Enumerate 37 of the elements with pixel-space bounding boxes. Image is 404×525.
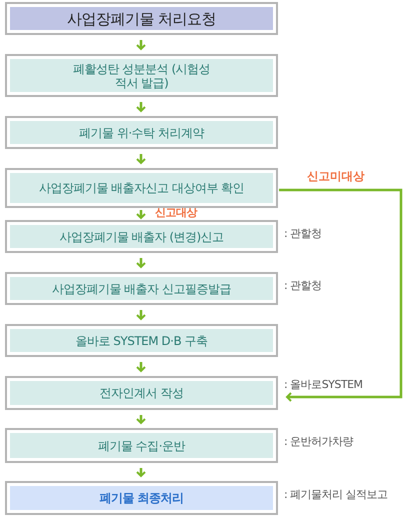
note-text: : 운반허가차량 (284, 434, 354, 449)
note-text: : 폐기물처리 실적보고 (284, 487, 388, 502)
process-box (5, 272, 278, 305)
step-text: 사업장폐기물 배출자 (변경)신고 (58, 230, 225, 244)
process-box (5, 168, 278, 208)
arrow (136, 415, 146, 424)
step-text: 폐활성탄 성분분석 (시험성적서 발급) (72, 62, 212, 90)
arrow (136, 210, 146, 219)
edge-label: 신고대상 (155, 207, 197, 219)
process-box (5, 376, 278, 410)
edge-label: 신고미대상 (307, 169, 364, 184)
arrow (136, 310, 146, 320)
arrow (136, 258, 146, 268)
step-text: 사업장폐기물 배출자신고 대상여부 확인 (38, 181, 246, 195)
step-text: 폐기물 최종처리 (98, 491, 185, 505)
arrow (136, 154, 146, 164)
process-box (5, 54, 278, 97)
step-text: 폐기물 수집·운반 (96, 438, 186, 452)
arrow (136, 468, 146, 477)
process-box (5, 116, 278, 149)
arrow (279, 188, 402, 402)
note-text: : 올바로SYSTEM (284, 377, 363, 392)
note-text: : 관할청 (284, 278, 322, 293)
step-text: 사업장폐기물 처리요청 (66, 12, 218, 26)
process-box (5, 428, 278, 463)
step-text: 사업장폐기물 배출자 신고필증발급 (50, 282, 232, 296)
process-box (5, 324, 278, 357)
process-box (5, 220, 278, 253)
step-text: 올바로 SYSTEM D·B 구축 (74, 334, 209, 348)
step-text: 폐기물 위·수탁 처리계약 (78, 126, 206, 140)
start-box (5, 2, 278, 35)
step-text: 전자인계서 작성 (98, 386, 184, 400)
arrow (136, 40, 146, 50)
arrow (136, 362, 146, 372)
note-text: : 관할청 (284, 226, 322, 241)
process-box (5, 481, 278, 515)
arrow (136, 102, 146, 112)
